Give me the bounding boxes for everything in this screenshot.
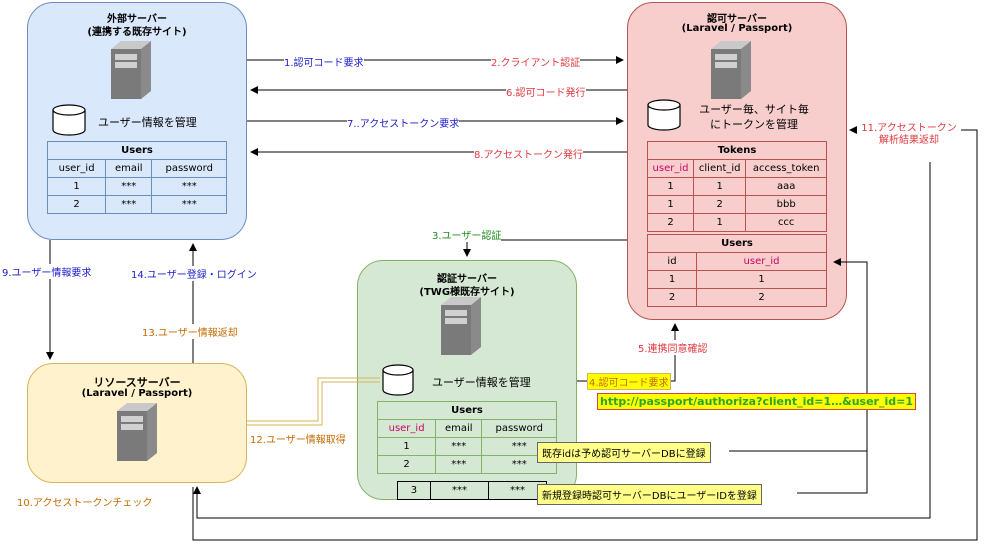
resource-server-subtitle: (Laravel / Passport) <box>81 388 193 399</box>
cert-server-icon <box>441 297 481 358</box>
table-row: 2 *** *** <box>376 455 557 474</box>
table-header: user_id <box>646 159 695 178</box>
arrow-new-register <box>797 451 868 494</box>
resource-server-icon <box>117 403 157 464</box>
external-server-title: 外部サーバー <box>107 14 167 25</box>
tokens-table: Tokens user_id client_id access_token 1 … <box>646 141 827 232</box>
step-7-label: 7..アクセストークン要求 <box>347 115 460 130</box>
table-row: 1 *** *** <box>46 177 227 196</box>
arrow-step-11 <box>193 162 931 519</box>
table-header: email <box>105 159 153 178</box>
table-header: id <box>647 252 697 271</box>
existing-id-note: 既存idは予め認可サーバーDBに登録 <box>537 442 711 463</box>
step-1-label: 1.認可コード要求 <box>284 54 364 69</box>
table-header: user_id <box>46 159 107 178</box>
table-row: 1 2 bbb <box>646 195 827 214</box>
table-header: client_id <box>693 159 747 178</box>
cert-users-new-row: 3 *** *** <box>397 481 548 500</box>
external-server-subtitle: (連携する既存サイト) <box>87 27 187 38</box>
external-users-table: Users user_id email password 1 *** *** 2… <box>46 141 227 214</box>
table-header: user_id <box>376 419 437 438</box>
step-3-label: 3.ユーザー認証 <box>432 227 502 242</box>
new-register-note: 新規登録時認可サーバーDBにユーザーIDを登録 <box>537 484 762 505</box>
step-6-label: 6.認可コード発行 <box>506 84 586 99</box>
step-10-label: 10.アクセストークンチェック <box>17 494 153 509</box>
table-header: password <box>151 159 227 178</box>
arrow-step-3 <box>463 239 627 257</box>
cert-server-title: 認証サーバー <box>437 274 497 285</box>
table-title: Users <box>647 234 827 253</box>
table-row: 1 1 <box>647 270 827 289</box>
auth-db-label-line1: ユーザー毎、サイト毎 <box>699 103 809 116</box>
table-row: 3 *** *** <box>397 481 548 500</box>
resource-server-title: リソースサーバー <box>93 376 181 389</box>
auth-server-icon <box>711 41 751 102</box>
external-db-label: ユーザー情報を管理 <box>98 116 197 129</box>
table-row: 2 2 <box>647 288 827 307</box>
table-header: email <box>435 419 483 438</box>
table-row: 1 *** *** <box>376 437 557 456</box>
table-title: Tokens <box>647 141 827 160</box>
authorize-url-note: http://passport/authoriza?client_id=1…&u… <box>597 393 916 410</box>
table-title: Users <box>377 401 557 420</box>
cert-users-table: Users user_id email password 1 *** *** 2… <box>376 401 557 474</box>
auth-users-table: Users id user_id 1 1 2 2 <box>647 234 827 307</box>
external-server-icon <box>111 41 151 102</box>
table-row: 2 *** *** <box>46 195 227 214</box>
cert-db-label: ユーザー情報を管理 <box>432 376 531 389</box>
step-5-label: 5.連携同意確認 <box>638 340 708 355</box>
arrow-step-10 <box>192 126 978 541</box>
table-header: access_token <box>745 159 827 178</box>
step-14-label: 14.ユーザー登録・ログイン <box>131 266 257 281</box>
external-database-icon <box>52 104 86 139</box>
table-row: 1 1 aaa <box>646 177 827 196</box>
auth-server-title: 認可サーバー <box>707 14 767 25</box>
step-12-label: 12.ユーザー情報取得 <box>250 431 346 446</box>
auth-database-icon <box>647 99 681 134</box>
auth-db-label-line2: にトークンを管理 <box>710 118 798 131</box>
step-13-label: 13.ユーザー情報返却 <box>142 324 238 339</box>
step-11-label-line2: 解析結果返却 <box>857 131 961 146</box>
arrow-existing-id <box>729 258 868 452</box>
table-header: password <box>481 419 557 438</box>
cert-server-subtitle: (TWG様既存サイト) <box>419 287 515 298</box>
table-title: Users <box>47 141 227 160</box>
step-8-label: 8.アクセストークン発行 <box>474 146 584 161</box>
step-11-label-line1: 11.アクセストークン <box>857 119 961 134</box>
link-step-12 <box>247 377 380 426</box>
step-2-label: 2.クライアント認証 <box>491 54 581 69</box>
step-4-label: 4.認可コード要求 <box>587 373 671 390</box>
cert-database-icon <box>382 364 414 399</box>
step-9-label: 9.ユーザー情報要求 <box>2 264 92 279</box>
auth-server-subtitle: (Laravel / Passport) <box>681 23 793 34</box>
table-row: 2 1 ccc <box>646 213 827 232</box>
table-header: user_id <box>696 252 827 271</box>
